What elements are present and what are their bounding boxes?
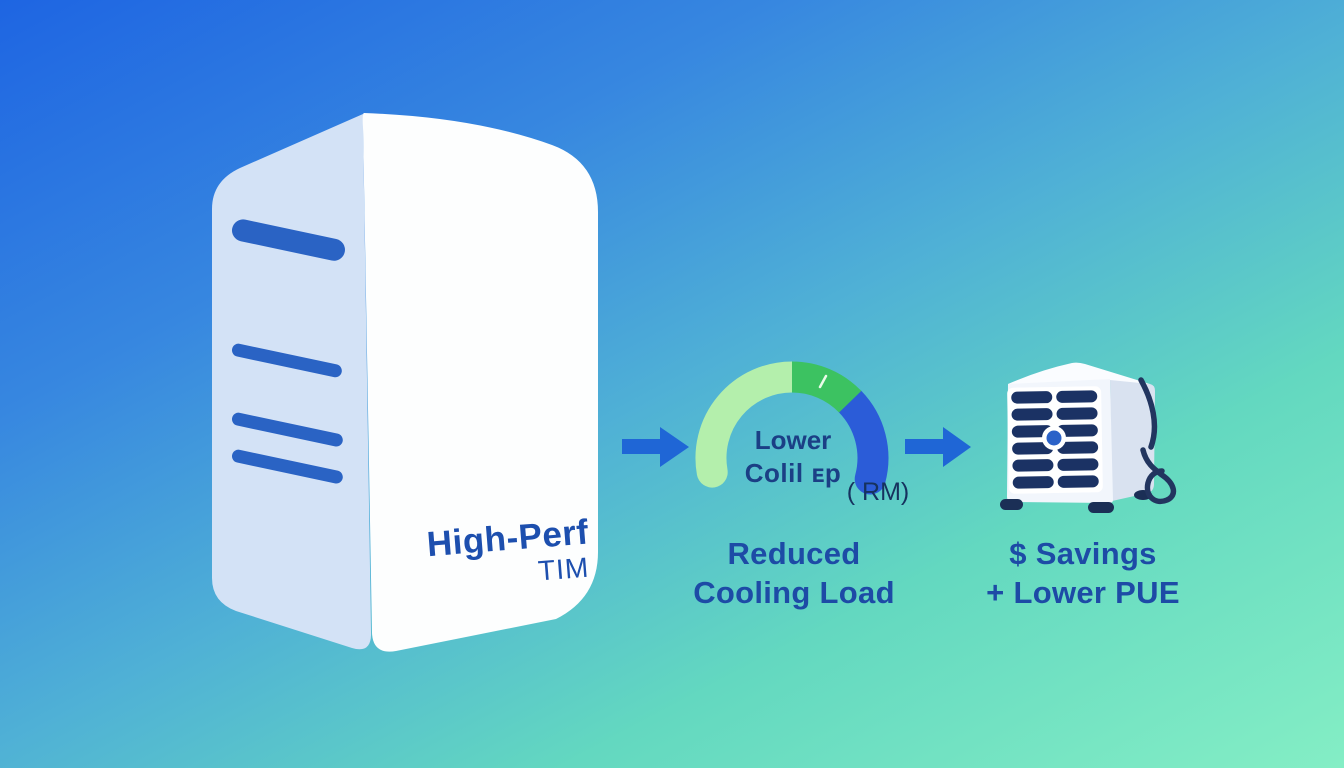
ac-cable <box>1138 377 1177 505</box>
ac-vent-slats <box>1011 390 1099 489</box>
server-vent-slat <box>231 412 343 447</box>
gauge-segment-low <box>695 361 808 488</box>
ac-knob <box>1046 430 1062 446</box>
gauge-tick-mark <box>818 374 828 389</box>
gauge-segment-mid <box>791 361 862 413</box>
caption-reduced-cooling-load: Reduced Cooling Load <box>634 534 954 612</box>
server-vent-slat <box>231 343 342 378</box>
server-vent-slat <box>232 219 345 261</box>
server-side-face <box>212 114 372 650</box>
gauge-label: Lower Colil ᴇp <box>702 427 884 486</box>
gauge-icon <box>695 361 889 495</box>
gauge-label-line2: Colil ᴇp <box>744 458 842 488</box>
gauge-segment-high <box>834 386 889 495</box>
ac-unit-icon <box>1000 362 1177 513</box>
server-vent-slat <box>231 449 343 484</box>
caption-savings-lower-pue: $ Savings + Lower PUE <box>923 534 1243 612</box>
gauge-label-line1: Lower <box>754 425 832 455</box>
caption-savings-line2: + Lower PUE <box>986 575 1180 610</box>
ac-side-face <box>1110 379 1155 501</box>
server-tower-icon <box>212 113 598 652</box>
caption-cooling-line2: Cooling Load <box>693 575 895 610</box>
server-front-face <box>362 113 598 652</box>
server-label: High-Perf TIM <box>396 513 593 597</box>
caption-savings-line1: $ Savings <box>1009 536 1157 571</box>
arrow-right-icon <box>905 427 971 467</box>
caption-cooling-line1: Reduced <box>727 536 861 571</box>
arrow-right-icon <box>622 427 689 467</box>
gauge-unit-label: ( RM) <box>846 478 910 506</box>
ac-top-face <box>1008 362 1150 387</box>
